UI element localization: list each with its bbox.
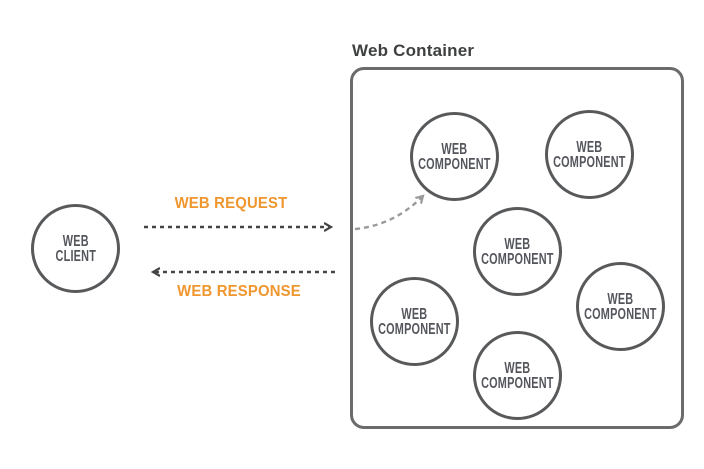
web-component-node: WEB COMPONENT bbox=[473, 207, 562, 296]
web-component-label: WEB COMPONENT bbox=[481, 235, 554, 268]
container-title: Web Container bbox=[352, 41, 475, 60]
web-component-label: WEB COMPONENT bbox=[553, 138, 626, 171]
web-component-node: WEB COMPONENT bbox=[473, 331, 562, 420]
request-dispatch-curved-arrow bbox=[354, 196, 423, 231]
web-response-label: WEB RESPONSE bbox=[177, 283, 301, 300]
web-client-node: WEB CLIENT bbox=[31, 204, 120, 293]
web-component-label: WEB COMPONENT bbox=[418, 140, 491, 173]
web-component-node: WEB COMPONENT bbox=[545, 110, 634, 199]
web-component-node: WEB COMPONENT bbox=[410, 112, 499, 201]
web-component-node: WEB COMPONENT bbox=[370, 277, 459, 366]
web-request-label: WEB REQUEST bbox=[174, 195, 288, 212]
web-component-label: WEB COMPONENT bbox=[584, 290, 657, 323]
web-component-label: WEB COMPONENT bbox=[481, 359, 554, 392]
web-client-label: WEB CLIENT bbox=[55, 232, 96, 265]
web-component-label: WEB COMPONENT bbox=[378, 305, 451, 338]
web-component-node: WEB COMPONENT bbox=[576, 262, 665, 351]
web-container-box bbox=[350, 67, 684, 429]
